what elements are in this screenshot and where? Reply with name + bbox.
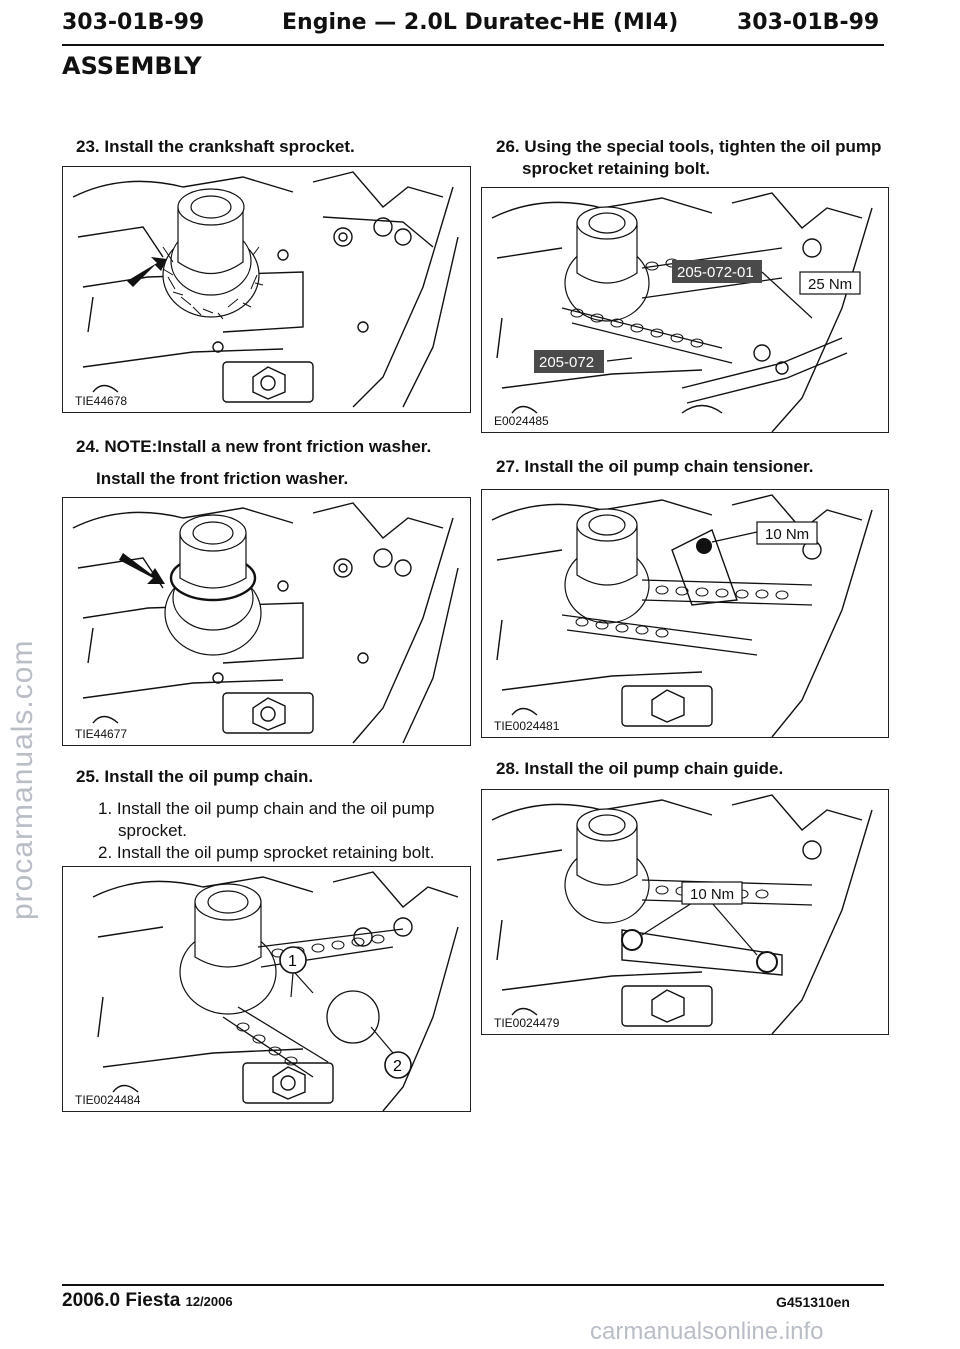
figure-id: TIE0024479 bbox=[494, 1016, 560, 1030]
footer-code: G451310en bbox=[776, 1294, 850, 1310]
engine-illustration: 10 Nm bbox=[491, 794, 873, 1034]
torque-label: 10 Nm bbox=[690, 886, 734, 903]
engine-illustration bbox=[72, 502, 459, 744]
footer-model: 2006.0 Fiesta 12/2006 bbox=[62, 1290, 233, 1311]
figure-step-23: TIE44678 bbox=[62, 166, 471, 413]
figure-id: TIE0024484 bbox=[75, 1093, 141, 1107]
substep-25-1-cont: sprocket. bbox=[118, 821, 187, 840]
step-27: 27. Install the oil pump chain tensioner… bbox=[496, 457, 814, 476]
header-title: Engine — 2.0L Duratec-HE (MI4) bbox=[282, 10, 679, 35]
figure-id: TIE44678 bbox=[75, 394, 128, 408]
step-23: 23. Install the crankshaft sprocket. bbox=[76, 137, 355, 156]
engine-illustration: 1 2 bbox=[92, 871, 459, 1111]
step-24-text: Install the front friction washer. bbox=[96, 469, 349, 488]
figure-step-26: 205-072-01 205-072 25 Nm E0024485 bbox=[481, 187, 889, 433]
header-left-code: 303-01B-99 bbox=[62, 10, 205, 35]
step-28: 28. Install the oil pump chain guide. bbox=[496, 759, 784, 778]
callout-2: 2 bbox=[393, 1058, 402, 1075]
step-25: 25. Install the oil pump chain. bbox=[76, 767, 314, 786]
step-26-cont: sprocket retaining bolt. bbox=[522, 159, 710, 178]
torque-label: 10 Nm bbox=[765, 526, 809, 543]
watermark-bottom: carmanualsonline.info bbox=[590, 1318, 824, 1345]
substep-25-1: 1. Install the oil pump chain and the oi… bbox=[98, 799, 435, 818]
figure-id: E0024485 bbox=[494, 414, 549, 428]
header-right-code: 303-01B-99 bbox=[737, 10, 880, 35]
figure-step-27: 10 Nm TIE0024481 bbox=[481, 489, 889, 738]
engine-illustration bbox=[72, 171, 459, 408]
figure-id: TIE44677 bbox=[75, 727, 128, 741]
step-26: 26. Using the special tools, tighten the… bbox=[496, 137, 882, 156]
section-title: ASSEMBLY bbox=[62, 52, 202, 80]
watermark-left: procarmanuals.com bbox=[6, 639, 39, 920]
footer-rule bbox=[62, 1284, 884, 1286]
tool-label-205-072: 205-072 bbox=[539, 354, 594, 371]
figure-step-24: TIE44677 bbox=[62, 497, 471, 746]
torque-label: 25 Nm bbox=[808, 276, 852, 293]
callout-1: 1 bbox=[288, 953, 297, 970]
engine-illustration: 205-072-01 205-072 25 Nm bbox=[491, 192, 873, 432]
tool-label-205-072-01: 205-072-01 bbox=[677, 264, 754, 281]
figure-id: TIE0024481 bbox=[494, 719, 560, 733]
engine-illustration: 10 Nm bbox=[491, 494, 873, 737]
figure-step-28: 10 Nm TIE0024479 bbox=[481, 789, 889, 1035]
step-24-note: 24. NOTE:Install a new front friction wa… bbox=[76, 437, 432, 456]
header-rule bbox=[62, 44, 884, 46]
figure-step-25: 1 2 TIE0024484 bbox=[62, 866, 471, 1112]
substep-25-2: 2. Install the oil pump sprocket retaini… bbox=[98, 843, 435, 862]
